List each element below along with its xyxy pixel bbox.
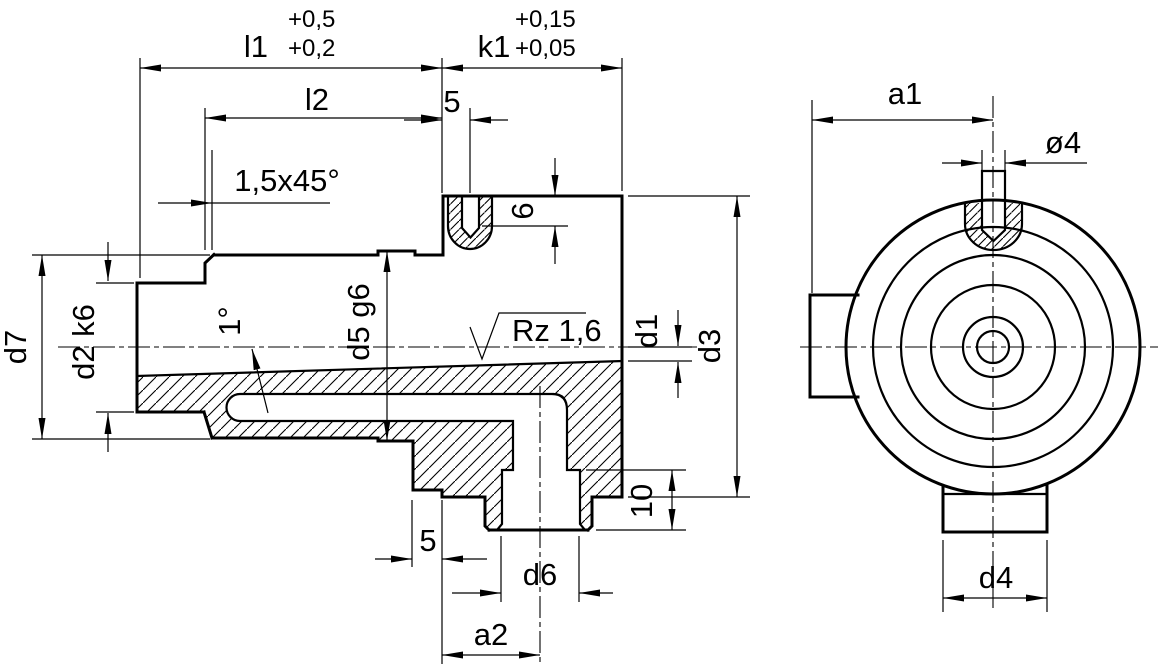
surface-finish-label: Rz 1,6 <box>512 313 602 348</box>
dim-d2-label: d2 k6 <box>66 304 101 380</box>
dim-d7-label: d7 <box>0 330 33 364</box>
dim-d5: d5 g6 <box>341 251 391 441</box>
dim-k1-label: k1 <box>478 29 511 64</box>
dim-d3: d3 <box>692 196 741 497</box>
extension-lines <box>32 58 750 664</box>
surface-finish-symbol: Rz 1,6 <box>469 312 602 361</box>
dim-flange-step-label: 5 <box>419 523 436 558</box>
dim-d6-label: d6 <box>523 557 557 592</box>
side-tab-outline <box>808 293 860 399</box>
dim-a2-label: a2 <box>474 617 508 652</box>
dim-a1-label: a1 <box>888 76 922 111</box>
dim-d4: d4 <box>943 560 1047 602</box>
front-screw-pocket-hatch <box>965 203 1022 251</box>
dim-k1: k1 +0,15 +0,05 <box>442 6 622 72</box>
screw-pocket-lines <box>446 194 494 251</box>
dim-screw-depth-label: 6 <box>505 202 540 219</box>
dim-screw-offset-label: 5 <box>443 84 460 119</box>
dim-d3-label: d3 <box>692 329 727 363</box>
dim-d2: d2 k6 <box>66 242 112 452</box>
dim-l2-label: l2 <box>305 82 329 117</box>
dim-chamfer: 1,5x45° <box>158 163 340 207</box>
dim-taper-angle: 1° <box>212 306 269 414</box>
dim-a2: a2 <box>442 617 540 659</box>
dim-k1-tol-upper: +0,15 <box>515 6 576 33</box>
section-hatch-area <box>137 361 622 530</box>
front-extension-lines <box>811 100 1048 612</box>
internal-cavity-lines <box>225 392 587 532</box>
dim-screw-offset: 5 <box>404 84 508 124</box>
screw-pocket-hatch-area <box>448 196 492 249</box>
dim-counterbore-depth-label: 10 <box>624 484 659 518</box>
dim-d7: d7 <box>0 255 46 439</box>
dim-k1-tol-lower: +0,05 <box>515 35 576 62</box>
dim-d6: d6 <box>452 557 613 597</box>
dim-a1: a1 <box>812 76 993 124</box>
dim-flange-step: 5 <box>375 523 487 563</box>
dim-l2: l2 <box>205 82 442 122</box>
dim-taper-angle-label: 1° <box>212 306 247 336</box>
taper-bore-line <box>135 359 624 378</box>
dim-l1: l1 +0,5 +0,2 <box>140 6 442 72</box>
dim-screw-depth: 6 <box>505 158 559 264</box>
dim-l1-label: l1 <box>244 29 268 64</box>
dim-d4-label: d4 <box>979 560 1013 595</box>
dim-screw-dia-label: ø4 <box>1045 125 1081 160</box>
dim-screw-dia: ø4 <box>942 125 1087 167</box>
dim-d1: d1 <box>629 310 682 398</box>
dim-l1-tol-lower: +0,2 <box>288 35 335 62</box>
dim-chamfer-label: 1,5x45° <box>234 163 339 198</box>
dim-d5-label: d5 g6 <box>341 283 376 361</box>
dim-counterbore-depth: 10 <box>624 470 676 530</box>
dim-l1-tol-upper: +0,5 <box>288 6 335 33</box>
front-view: a1 ø4 d4 <box>800 76 1158 612</box>
dim-d1-label: d1 <box>629 314 664 348</box>
side-view: l1 +0,5 +0,2 k1 +0,15 +0,05 l2 5 6 <box>0 6 750 664</box>
